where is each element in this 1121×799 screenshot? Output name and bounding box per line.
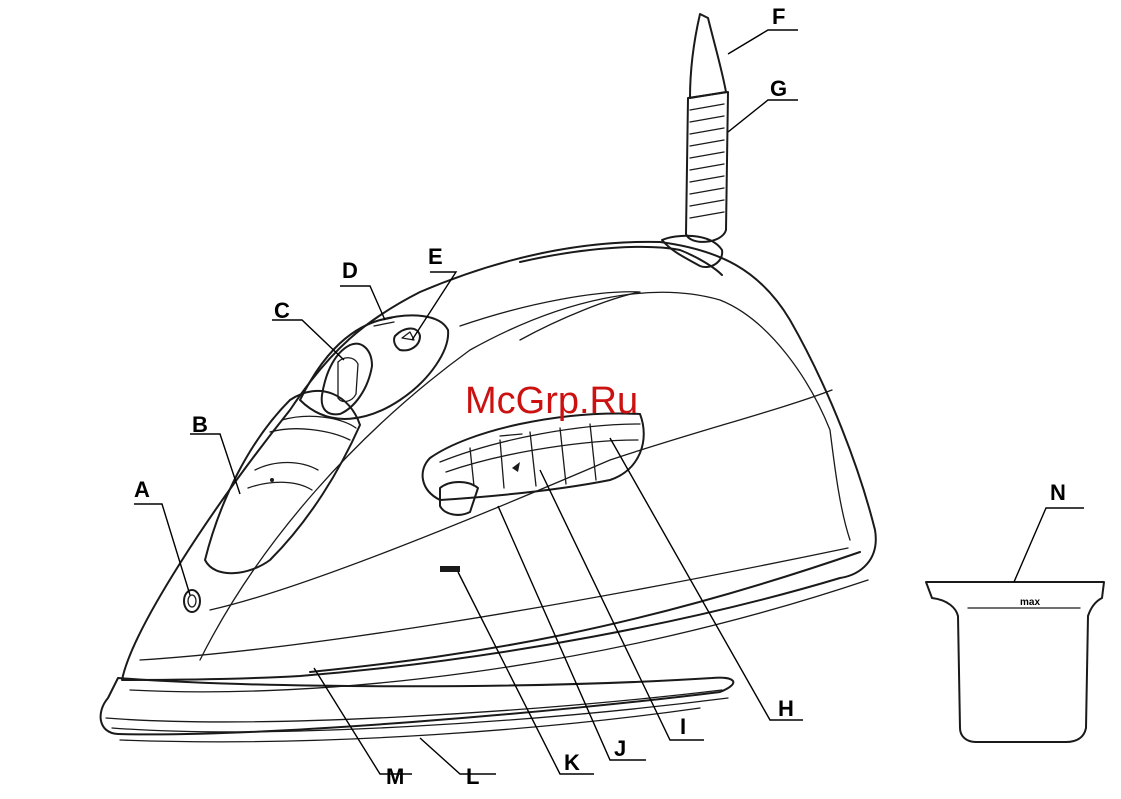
- callout-h: H: [778, 696, 794, 721]
- watermark-text: McGrp.Ru: [465, 380, 638, 422]
- callout-a: A: [134, 477, 150, 502]
- callout-f: F: [772, 4, 785, 29]
- callout-b: B: [192, 412, 208, 437]
- callout-j: J: [614, 736, 626, 761]
- callout-m: M: [386, 764, 404, 789]
- callout-d: D: [342, 258, 358, 283]
- measuring-cup-illustration: max: [926, 582, 1104, 742]
- callout-n: N: [1050, 480, 1066, 505]
- cup-max-label: max: [1020, 597, 1040, 608]
- callout-g: G: [770, 76, 787, 101]
- callout-c: C: [274, 298, 290, 323]
- callout-l: L: [466, 764, 479, 789]
- callout-k: K: [564, 750, 580, 775]
- callout-e: E: [428, 244, 443, 269]
- callout-i: I: [680, 714, 686, 739]
